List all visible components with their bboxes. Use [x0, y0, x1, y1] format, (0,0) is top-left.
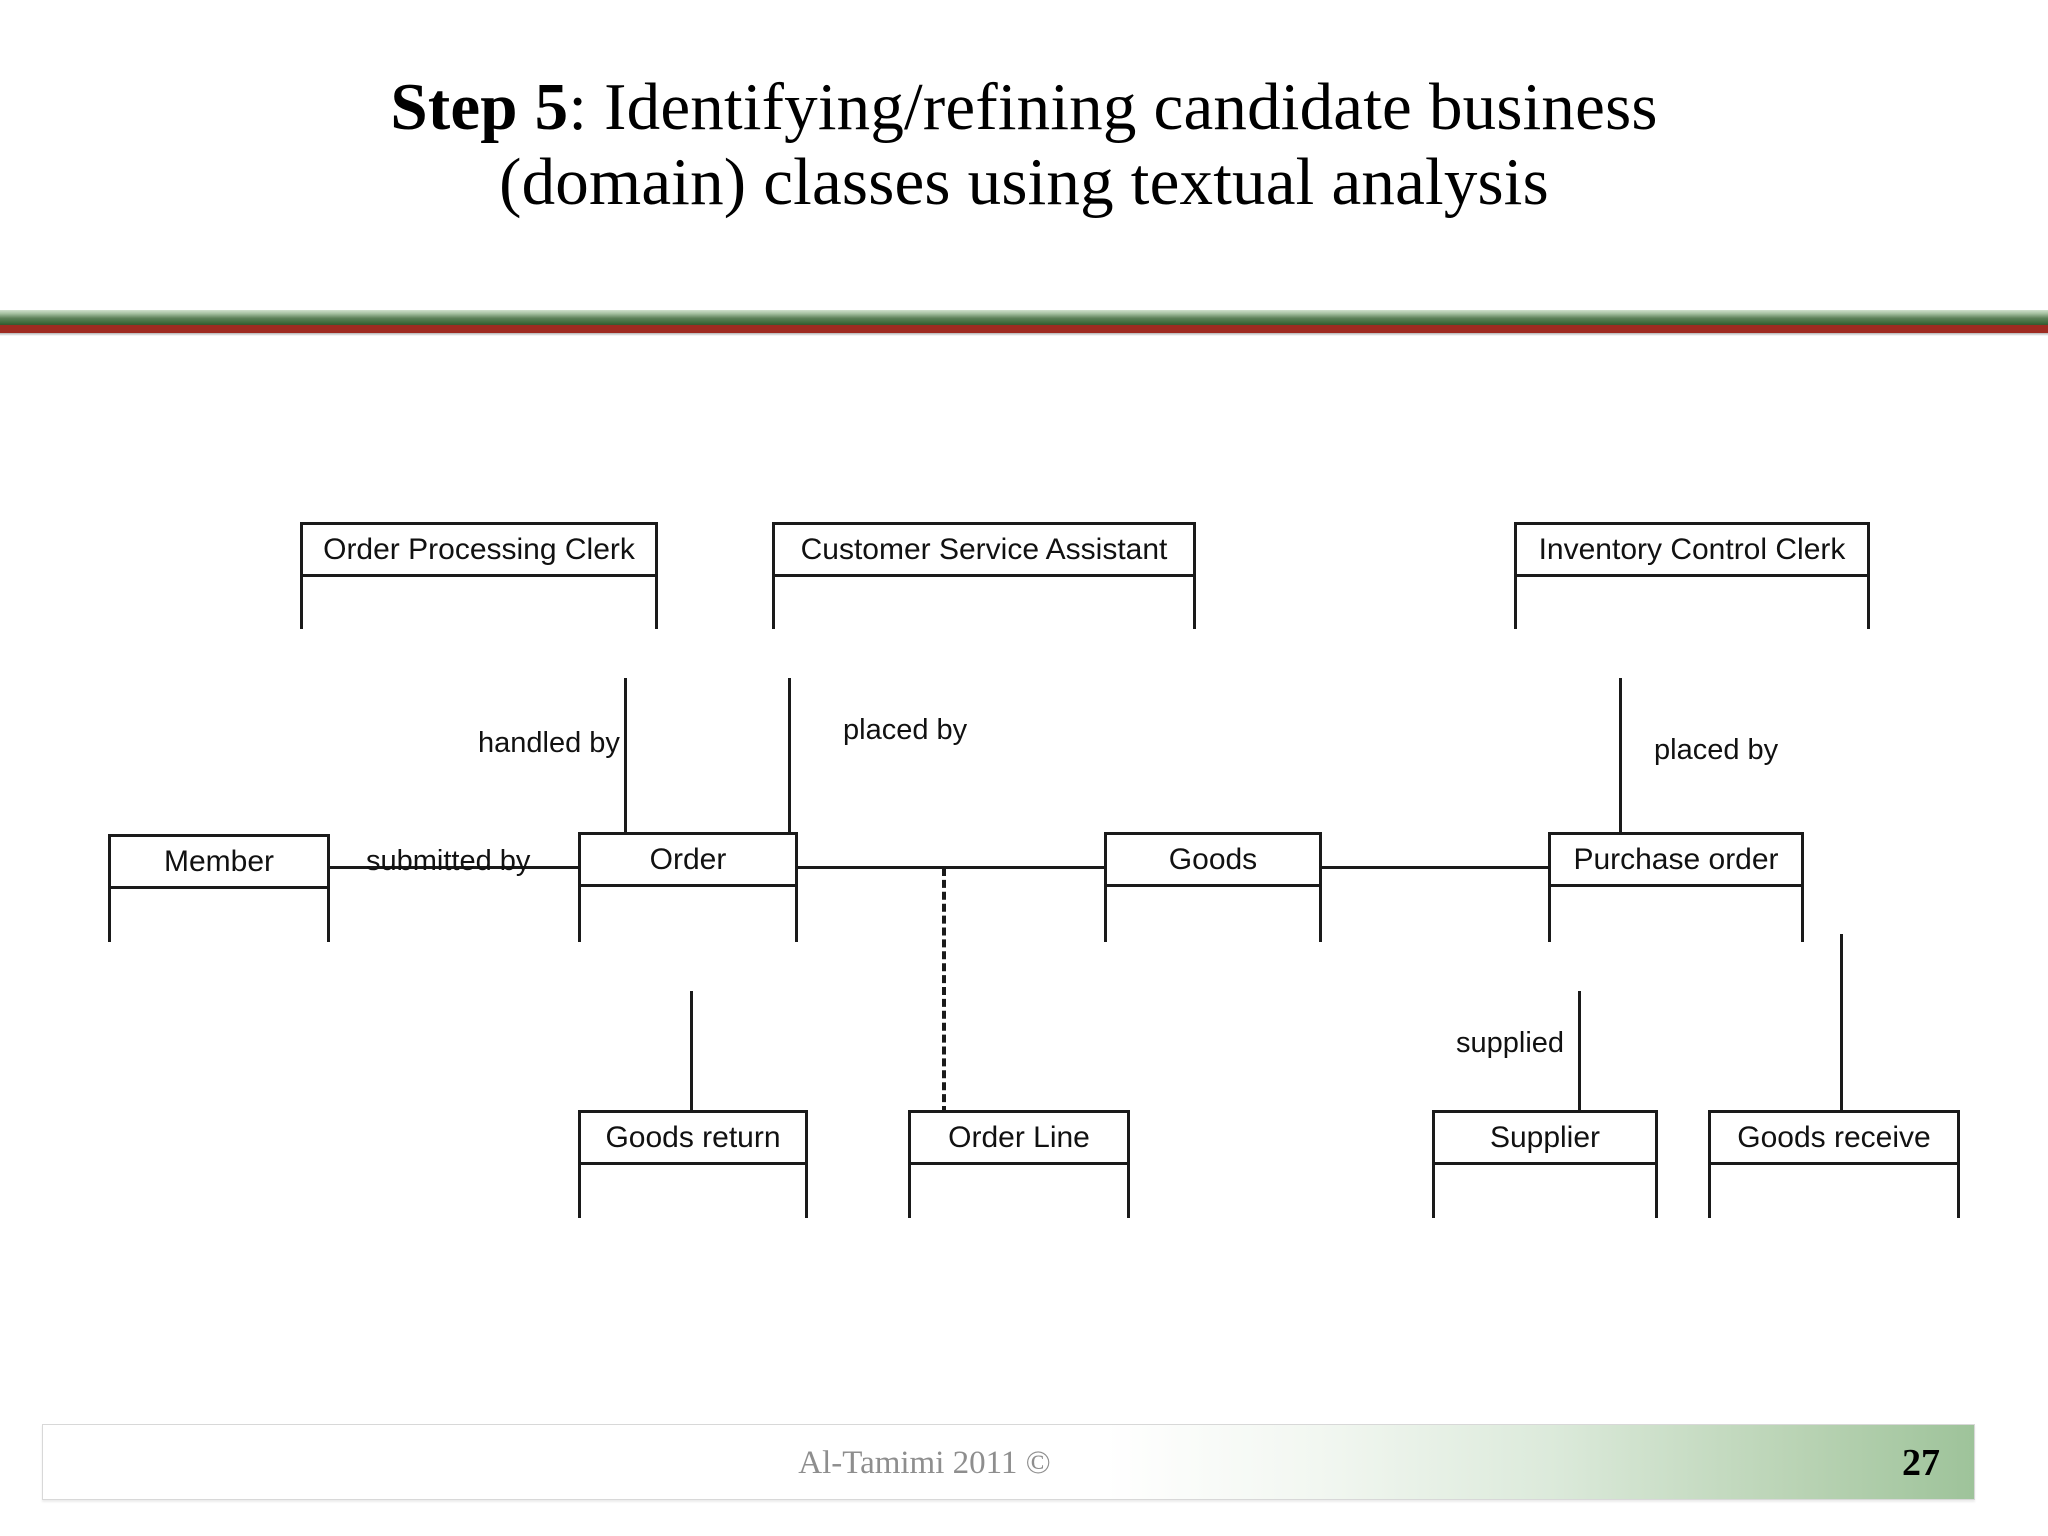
uml-class-name-member: Member	[111, 837, 327, 889]
uml-class-name-order: Order	[581, 835, 795, 887]
uml-class-order-processing-clerk[interactable]: Order Processing Clerk	[300, 522, 658, 678]
uml-attributes-order-processing-clerk	[303, 577, 655, 678]
uml-attributes-supplier	[1435, 1165, 1655, 1267]
connector-customer-service-assistant-to-order	[788, 630, 791, 854]
uml-attributes-purchase-order	[1551, 887, 1801, 991]
uml-attributes-goods-receive	[1711, 1165, 1957, 1267]
uml-attributes-customer-service-assistant	[775, 577, 1193, 678]
uml-class-order-line[interactable]: Order Line	[908, 1110, 1130, 1267]
uml-class-member[interactable]: Member	[108, 834, 330, 991]
connector-member-to-order	[328, 866, 582, 869]
title-step-label: Step 5	[390, 70, 569, 144]
association-label-handled-by: handled by	[478, 727, 620, 759]
uml-class-goods-return[interactable]: Goods return	[578, 1110, 808, 1267]
uml-attributes-inventory-control-clerk	[1517, 577, 1867, 678]
connector-purchase-order-to-supplier	[1578, 934, 1581, 1114]
association-label-submitted-by: submitted by	[366, 845, 531, 877]
uml-class-name-goods-return: Goods return	[581, 1113, 805, 1165]
association-label-placed-by-order: placed by	[843, 714, 968, 746]
page-title: Step 5: Identifying/refining candidate b…	[0, 70, 2048, 220]
connector-purchase-order-to-goods-receive	[1840, 934, 1843, 1114]
uml-attributes-order	[581, 887, 795, 991]
uml-class-name-goods-receive: Goods receive	[1711, 1113, 1957, 1165]
uml-class-name-purchase-order: Purchase order	[1551, 835, 1801, 887]
uml-class-purchase-order[interactable]: Purchase order	[1548, 832, 1804, 991]
uml-class-customer-service-assistant[interactable]: Customer Service Assistant	[772, 522, 1196, 678]
slide-page-number: 27	[1902, 1442, 1940, 1484]
connector-goods-to-purchase-order	[1320, 866, 1552, 869]
connector-order-to-goods-return	[690, 934, 693, 1114]
title-divider	[0, 310, 2048, 336]
uml-class-goods[interactable]: Goods	[1104, 832, 1322, 991]
uml-class-name-supplier: Supplier	[1435, 1113, 1655, 1165]
association-label-placed-by-purchase-order: placed by	[1654, 734, 1779, 766]
uml-class-name-customer-service-assistant: Customer Service Assistant	[775, 525, 1193, 577]
uml-class-name-order-line: Order Line	[911, 1113, 1127, 1165]
uml-attributes-goods	[1107, 887, 1319, 991]
divider-shadow	[0, 333, 2048, 336]
uml-class-name-inventory-control-clerk: Inventory Control Clerk	[1517, 525, 1867, 577]
footer-credit-text: Al-Tamimi 2011 ©	[798, 1445, 1051, 1481]
uml-class-goods-receive[interactable]: Goods receive	[1708, 1110, 1960, 1267]
connector-inventory-control-clerk-to-purchase-order	[1619, 630, 1622, 854]
uml-attributes-goods-return	[581, 1165, 805, 1267]
uml-class-name-order-processing-clerk: Order Processing Clerk	[303, 525, 655, 577]
slide-footer: Al-Tamimi 2011 © 27	[42, 1424, 1975, 1500]
title-step-rest: : Identifying/refining candidate busines…	[568, 70, 1658, 144]
connector-order-processing-clerk-to-order	[624, 630, 627, 854]
divider-green-bar	[0, 310, 2048, 325]
uml-class-name-goods: Goods	[1107, 835, 1319, 887]
uml-attributes-order-line	[911, 1165, 1127, 1267]
connector-order-to-order-line-dashed	[942, 868, 946, 1114]
title-line-2: (domain) classes using textual analysis	[499, 145, 1549, 220]
uml-class-inventory-control-clerk[interactable]: Inventory Control Clerk	[1514, 522, 1870, 678]
title-line-1: Step 5: Identifying/refining candidate b…	[0, 70, 2048, 145]
association-label-supplied: supplied	[1456, 1027, 1565, 1059]
uml-attributes-member	[111, 889, 327, 991]
divider-red-bar	[0, 325, 2048, 333]
uml-class-supplier[interactable]: Supplier	[1432, 1110, 1658, 1267]
uml-class-order[interactable]: Order	[578, 832, 798, 991]
connector-order-to-goods	[796, 866, 1108, 869]
